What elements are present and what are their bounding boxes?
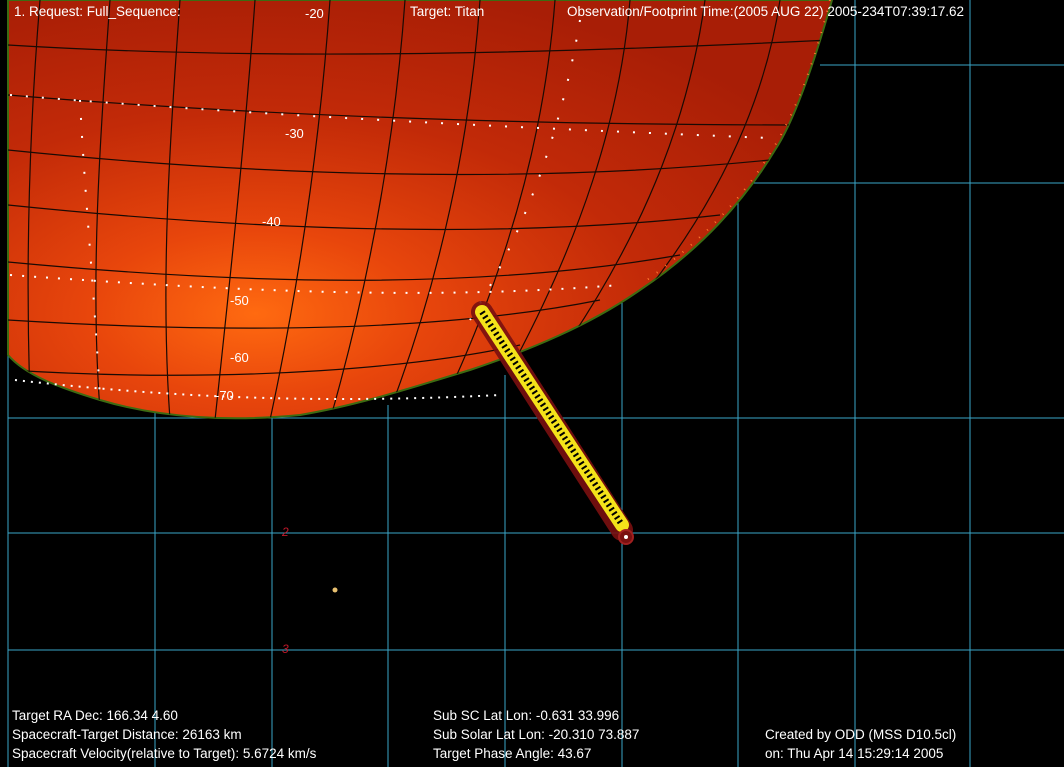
lat-label-30: -30 — [285, 126, 304, 141]
footprint-strip-icon[interactable] — [471, 301, 633, 541]
ra-label-2: 2 — [281, 525, 289, 539]
lat-label-70: -70 — [215, 388, 234, 403]
titan-globe[interactable]: -20 -30 -40 -50 -60 -70 — [7, 0, 834, 420]
target-phase-angle: Target Phase Angle: 43.67 — [433, 746, 592, 761]
created-on: on: Thu Apr 14 15:29:14 2005 — [765, 746, 944, 761]
dotted-latitude-lines — [9, 0, 831, 401]
sub-solar-lat-lon: Sub Solar Lat Lon: -20.310 73.887 — [433, 727, 640, 742]
lat-label-20: -20 — [305, 6, 324, 21]
spacecraft-velocity: Spacecraft Velocity(relative to Target):… — [12, 746, 317, 761]
created-by: Created by ODD (MSS D10.5cl) — [765, 727, 957, 742]
ra-label-3: 3 — [282, 642, 289, 656]
lat-label-40: -40 — [262, 214, 281, 229]
target-ra-dec: Target RA Dec: 166.34 4.60 — [12, 708, 178, 723]
request-label: 1. Request: Full_Sequence: — [14, 4, 181, 19]
lat-label-60: -60 — [230, 350, 249, 365]
star-dot-icon — [332, 587, 338, 593]
lat-lon-grid — [8, 0, 831, 419]
sky-grid — [7, 0, 1064, 767]
spacecraft-target-distance: Spacecraft-Target Distance: 26163 km — [12, 727, 242, 742]
boresight-marker-icon[interactable] — [618, 529, 634, 545]
observation-time: Observation/Footprint Time:(2005 AUG 22)… — [567, 4, 964, 19]
sub-sc-lat-lon: Sub SC Lat Lon: -0.631 33.996 — [433, 708, 620, 723]
lat-label-50: -50 — [230, 293, 249, 308]
target-label: Target: Titan — [410, 4, 485, 19]
